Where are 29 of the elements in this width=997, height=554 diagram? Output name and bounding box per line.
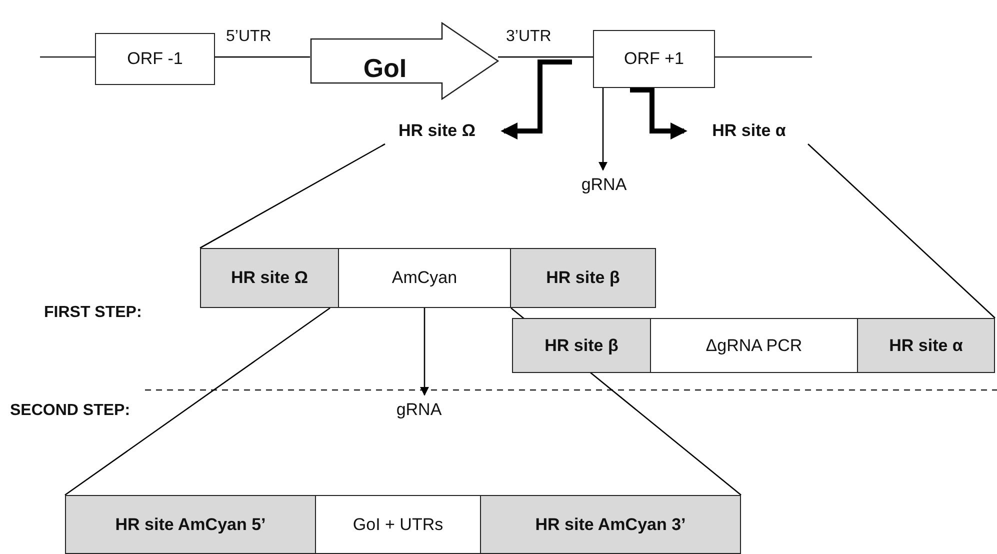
site-label: HR site Ω <box>378 118 496 144</box>
leader-line <box>64 307 330 496</box>
arrow <box>500 60 572 140</box>
arrow <box>630 88 688 140</box>
gene-segment: GoI + UTRs <box>315 495 481 554</box>
dna-strand <box>215 56 310 58</box>
region-label: 3’UTR <box>506 28 552 46</box>
step-label: FIRST STEP: <box>44 304 142 322</box>
guide-label: gRNA <box>388 397 450 423</box>
site-segment: HR site AmCyan 3’ <box>480 495 741 554</box>
site-segment: HR site β <box>510 248 656 308</box>
gene-arrow: GoI <box>310 22 500 100</box>
arrow <box>598 88 608 171</box>
arrow <box>420 308 430 396</box>
site-segment: HR site AmCyan 5’ <box>65 495 316 554</box>
leader-line <box>808 144 996 318</box>
step-label: SECOND STEP: <box>10 402 130 420</box>
reading-frame-box: ORF -1 <box>95 33 215 85</box>
site-label: HR site α <box>690 118 808 144</box>
dna-strand <box>498 56 593 58</box>
gene-segment: AmCyan <box>338 248 511 308</box>
leader-line <box>200 143 386 249</box>
site-segment: HR site β <box>512 318 651 373</box>
region-label: 5’UTR <box>226 28 272 46</box>
guide-label: gRNA <box>573 172 635 198</box>
site-segment: HR site Ω <box>200 248 339 308</box>
site-segment: HR site α <box>857 318 995 373</box>
reading-frame-box: ORF +1 <box>593 30 715 88</box>
gene-segment: ΔgRNA PCR <box>650 318 858 373</box>
